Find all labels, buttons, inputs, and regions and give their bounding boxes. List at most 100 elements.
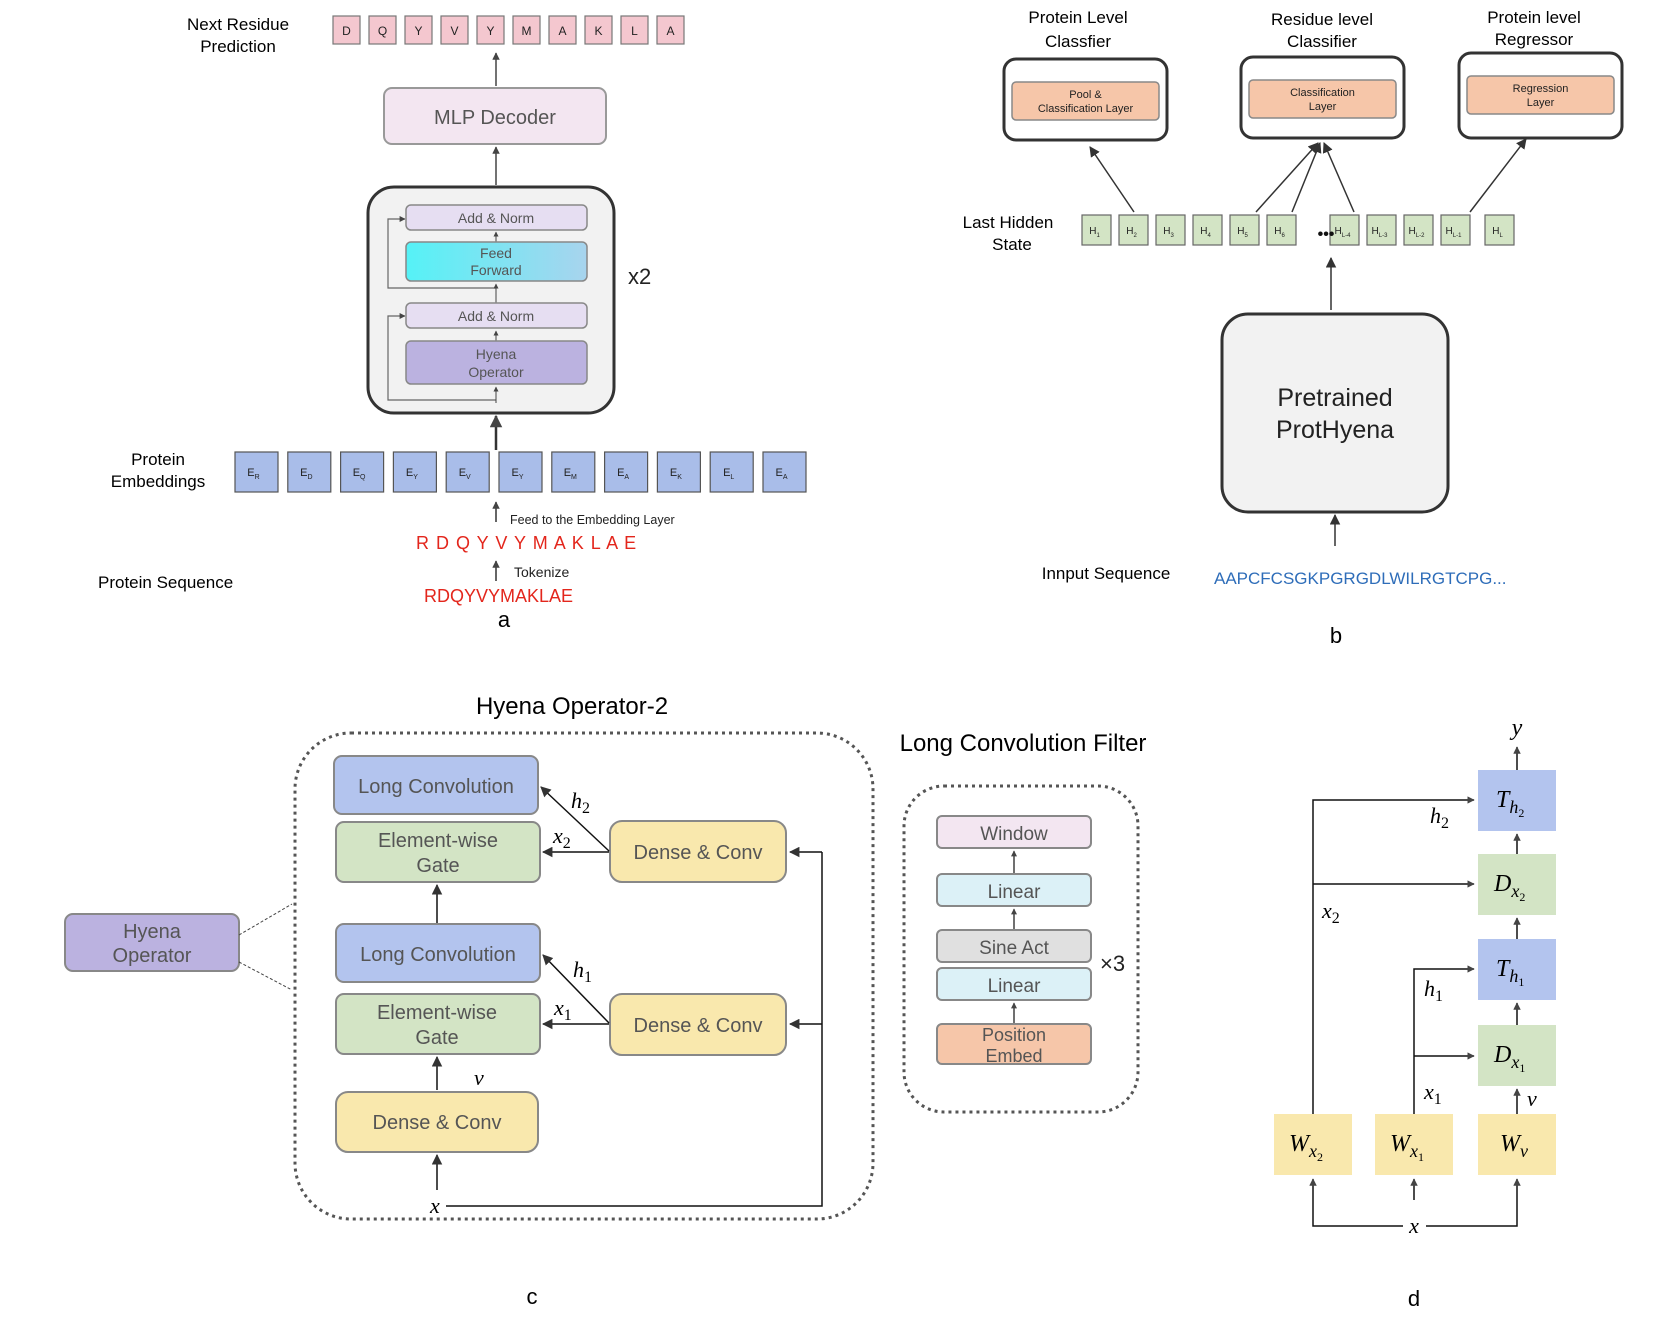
add-norm-bottom-label: Add & Norm — [458, 308, 534, 324]
arrow-hl1-to-regressor — [1469, 138, 1527, 213]
mlp-decoder-label: MLP Decoder — [434, 107, 556, 129]
predicted-token-label: A — [666, 24, 674, 38]
embedding-label: EY — [406, 467, 418, 481]
hidden-label-line1: Last Hidden — [963, 213, 1054, 232]
side-hyena-operator-box — [64, 913, 240, 972]
t-h2-box — [1478, 770, 1556, 831]
w-v-label: Wv — [1500, 1131, 1528, 1161]
linear-bottom-label: Linear — [988, 976, 1041, 997]
residue-classifier-inner-line2: Layer — [1309, 101, 1337, 113]
zoom-line-bottom — [238, 961, 293, 991]
add-norm-top-box — [405, 204, 588, 231]
hidden-state-label: H2 — [1126, 226, 1137, 239]
hidden-state-label: HL — [1492, 226, 1503, 239]
gate-mid-label-line2: Gate — [415, 1027, 458, 1049]
hidden-label-line2: State — [992, 235, 1032, 254]
gate-mid-box — [335, 993, 541, 1055]
protein-classifier-inner-line2: Classification Layer — [1038, 103, 1134, 115]
predicted-token-label: Y — [486, 24, 494, 38]
predicted-token-box — [512, 15, 541, 45]
hidden-state-box — [1081, 214, 1112, 246]
arrow-dense-mid-to-longconv — [542, 954, 610, 1024]
hidden-state-box — [1366, 214, 1397, 246]
hyena-operator-label-line2: Operator — [468, 364, 524, 380]
d-x2-box — [1478, 854, 1556, 915]
gate-top-box — [335, 821, 541, 883]
predicted-token-label: Y — [414, 24, 422, 38]
gate-mid-label-line1: Element-wise — [377, 1002, 497, 1024]
model-label-line2: ProtHyena — [1276, 416, 1394, 444]
embedding-label: EM — [564, 467, 577, 481]
wx2-to-th2-path — [1312, 796, 1475, 1114]
panel-a-caption: a — [498, 607, 511, 632]
long-convolution-top-box — [333, 755, 539, 815]
panel-d-caption: d — [1408, 1286, 1420, 1311]
linear-top-label: Linear — [988, 882, 1041, 903]
next-residue-label-line1: Next Residue — [187, 15, 289, 34]
embeddings-label-line1: Protein — [131, 450, 185, 469]
zoom-line-top — [238, 903, 293, 936]
panel-d: y Th2 Dx2 Th1 Dx1 v Wv Wx1 Wx2 x h1 x1 — [1274, 715, 1556, 1311]
tokens-spaced: R D Q Y V Y M A K L A E — [416, 533, 637, 553]
tokenize-note: Tokenize — [514, 564, 569, 580]
predicted-token-box — [584, 15, 613, 45]
residue-classifier-inner-line1: Classification — [1290, 87, 1355, 99]
predicted-token-box — [656, 15, 685, 45]
embedding-box — [709, 451, 754, 493]
long-convolution-mid-label: Long Convolution — [360, 944, 516, 966]
hidden-ellipsis: ••• — [1318, 226, 1335, 243]
block-repeat-label: x2 — [628, 264, 651, 289]
linear-top-box — [936, 873, 1092, 907]
predicted-token-label: Q — [378, 24, 387, 38]
embedding-box — [340, 451, 385, 493]
wx1-to-th1-path — [1413, 965, 1475, 1114]
d-x2-label: Dx2 — [1493, 871, 1525, 904]
predicted-token-box — [368, 15, 397, 45]
label-h2: h2 — [571, 788, 590, 817]
position-embed-line1: Position — [982, 1025, 1046, 1045]
embedding-label: EL — [723, 467, 734, 481]
hidden-state-label: H4 — [1200, 226, 1211, 239]
hyena-operator-label-line1: Hyena — [476, 346, 517, 362]
embedding-box — [392, 451, 437, 493]
predicted-token-label: A — [558, 24, 566, 38]
embedding-label: EA — [775, 467, 787, 481]
t-h2-label: Th2 — [1496, 787, 1524, 820]
long-convolution-top-label: Long Convolution — [358, 776, 514, 798]
filter-repeat-label: ×3 — [1100, 951, 1125, 976]
embedding-label: ER — [247, 467, 259, 481]
hidden-state-box — [1266, 214, 1297, 246]
arrow-hl4-to-residue-classifier — [1322, 142, 1355, 213]
dense-conv-mid-label: Dense & Conv — [634, 1015, 763, 1037]
label-y: y — [1510, 715, 1523, 741]
filter-title: Long Convolution Filter — [900, 730, 1147, 757]
embedding-box — [762, 451, 807, 493]
label-x1: x1 — [553, 995, 572, 1024]
x-routing-path — [446, 852, 823, 1207]
dense-conv-top-box — [609, 820, 787, 883]
embedding-label: EA — [617, 467, 629, 481]
embedding-label: ED — [300, 467, 312, 481]
hidden-state-box — [1192, 214, 1223, 246]
w-x2-box — [1274, 1114, 1352, 1175]
hidden-state-label: HL-4 — [1335, 226, 1352, 239]
label-h1: h1 — [573, 957, 592, 986]
arrow-h6-to-residue-classifier — [1291, 142, 1322, 213]
gate-top-label-line2: Gate — [416, 855, 459, 877]
label-x1-d: x1 — [1423, 1079, 1442, 1108]
hidden-state-box — [1440, 214, 1471, 246]
linear-bottom-box — [936, 967, 1092, 1001]
w-x1-label: Wx1 — [1390, 1131, 1424, 1164]
feed-note: Feed to the Embedding Layer — [510, 513, 675, 527]
hidden-state-box — [1484, 214, 1515, 246]
w-x1-box — [1375, 1114, 1453, 1175]
sine-act-label: Sine Act — [979, 938, 1049, 959]
next-residue-label-line2: Prediction — [200, 37, 276, 56]
embedding-box — [551, 451, 596, 493]
predicted-token-label: K — [594, 24, 602, 38]
predicted-token-box — [620, 15, 649, 45]
